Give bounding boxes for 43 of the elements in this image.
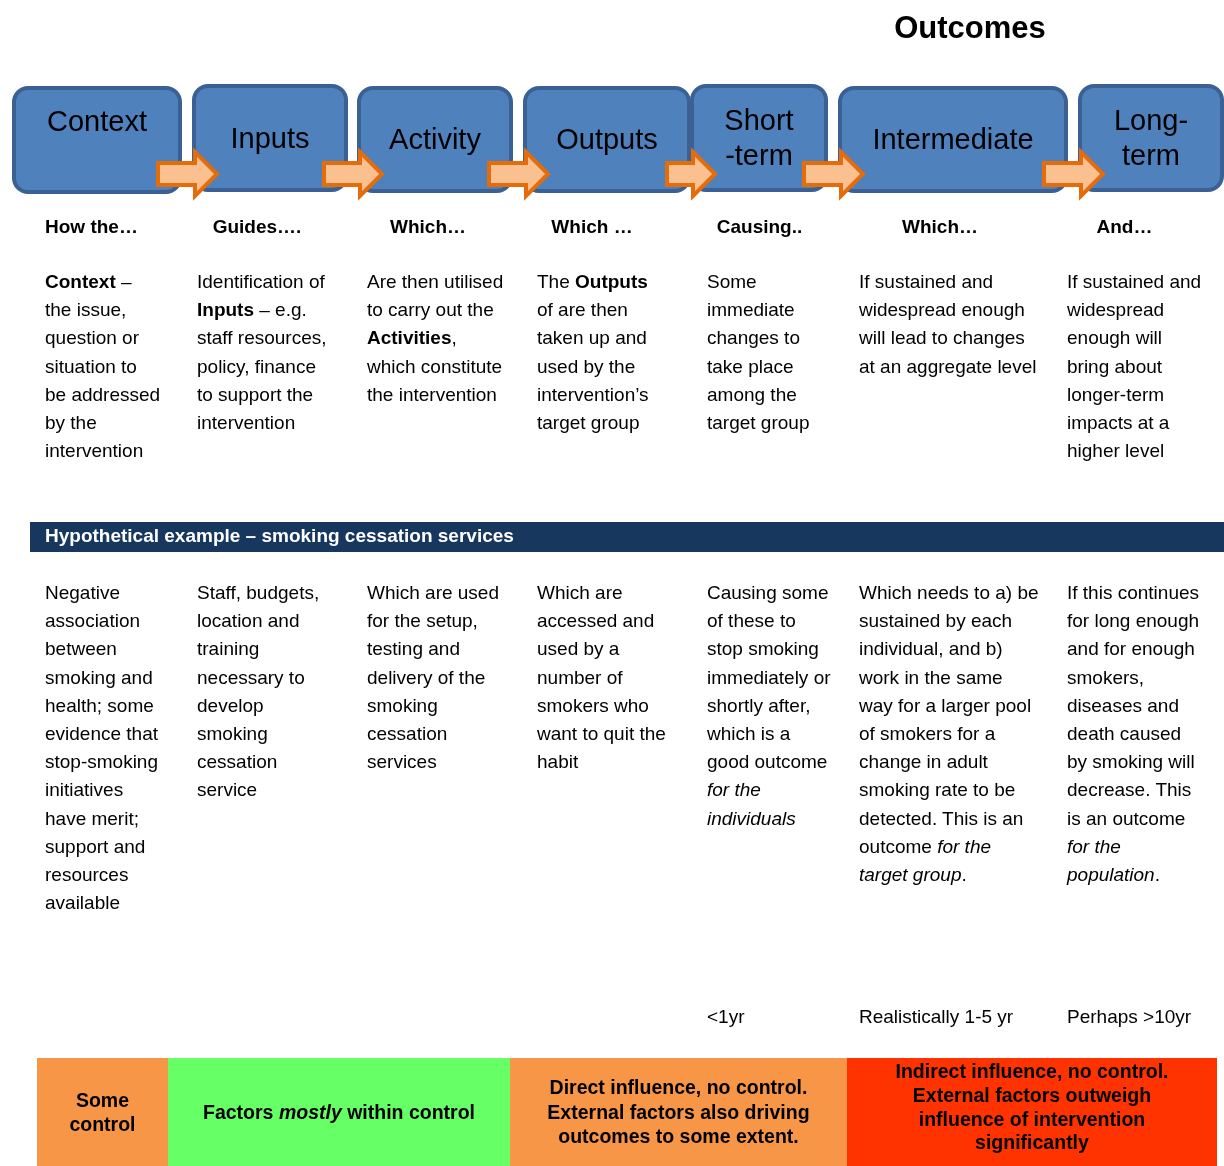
description-text: If this continues for long enough and for enough smokers, diseases and death caused by smoking will decrease. This is an outcome for the population. <box>1067 581 1201 888</box>
stage-box: Outputs <box>523 86 691 193</box>
column-heading: And… <box>1095 215 1154 239</box>
block-arrow <box>1042 147 1106 201</box>
stage-box: Long- term <box>1078 84 1224 192</box>
stage-box: Context <box>12 86 182 194</box>
column-heading: Guides…. <box>211 215 303 239</box>
description-text: The Outputs of are then taken up and used by the intervention’s target group <box>537 270 650 435</box>
stage-box: Intermediate <box>838 86 1068 193</box>
column-heading: How the… <box>45 215 139 239</box>
heading: Outcomes <box>893 10 1047 46</box>
description-text: Which are accessed and used by a number of smokers who want to quit the habit <box>537 581 667 775</box>
column-heading: Which … <box>550 215 634 239</box>
column-heading: Which… <box>389 215 467 239</box>
description-text: Context – the issue, question or situation to be addressed by the intervention <box>45 270 162 464</box>
column-heading: Causing.. <box>715 215 804 239</box>
description-text: Which needs to a) be sustained by each individual, and b) work in the same way for a larger pool of smokers for a change in adult smoking rate to be detected. This is an outcome for the target group. <box>859 581 1040 888</box>
duration-label: <1yr <box>707 1005 746 1029</box>
description-text: Some immediate changes to take place among the target group <box>707 270 811 435</box>
stage-box: Activity <box>357 86 513 193</box>
stage-box: Short -term <box>690 84 828 192</box>
control-band: Direct influence, no control. External factors also driving outcomes to some extent. <box>510 1058 847 1166</box>
description-text: Staff, budgets, location and training necessary to develop smoking cessation service <box>197 581 321 803</box>
block-arrow <box>665 147 718 201</box>
block-arrow <box>802 147 866 201</box>
control-band: Some control <box>37 1058 168 1166</box>
description-text: Identification of Inputs – e.g. staff resources, policy, finance to support the intervention <box>197 270 328 435</box>
block-arrow <box>156 147 220 201</box>
description-text: Negative association between smoking and health; some evidence that stop-smoking initiatives have merit; support and resources available <box>45 581 160 916</box>
block-arrow <box>322 147 385 201</box>
control-band: Indirect influence, no control. External factors outweigh influence of intervention significantly <box>847 1058 1217 1166</box>
description-text: If sustained and widespread enough will bring about longer-term impacts at a higher level <box>1067 270 1202 464</box>
control-band: Factors mostly within control <box>168 1058 510 1166</box>
description-text: Which are used for the setup, testing and delivery of the smoking cessation services <box>367 581 500 775</box>
duration-label: Perhaps >10yr <box>1067 1005 1193 1029</box>
column-heading: Which… <box>901 215 979 239</box>
description-text: If sustained and widespread enough will lead to changes at an aggregate level <box>859 270 1038 379</box>
description-text: Causing some of these to stop smoking immediately or shortly after, which is a good outcome for the individuals <box>707 581 832 831</box>
stage-box: Inputs <box>192 84 348 192</box>
block-arrow <box>487 147 551 201</box>
section-banner: Hypothetical example – smoking cessation services <box>30 522 1224 552</box>
duration-label: Realistically 1-5 yr <box>859 1005 1015 1029</box>
description-text: Are then utilised to carry out the Activities, which constitute the intervention <box>367 270 505 407</box>
